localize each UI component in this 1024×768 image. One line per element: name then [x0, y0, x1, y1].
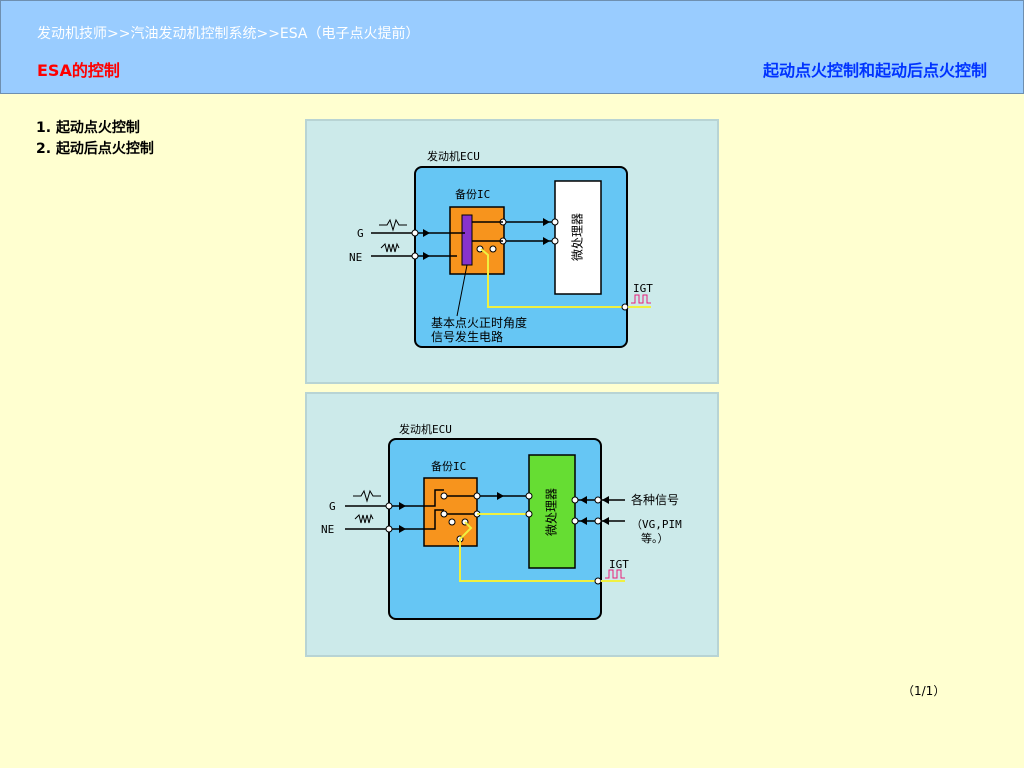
ecu-terminal-sensor	[594, 496, 602, 504]
ecu-label: 发动机ECU	[427, 149, 480, 163]
active-ignition-signal-path	[480, 248, 625, 308]
cpu-terminal	[551, 218, 559, 226]
ecu-terminal-sensor	[594, 517, 602, 525]
ic-label: 备份IC	[455, 187, 490, 201]
signals-detail-line-1: （VG,PIM	[631, 518, 682, 531]
diagram-start-ignition: 发动机ECU 备份IC 微处理器 G NE	[305, 119, 719, 384]
input-g-label: G	[357, 227, 364, 240]
ic-switch-contact	[440, 510, 448, 518]
page-indicator: （1/1）	[902, 684, 946, 698]
ne-arrow-icon	[423, 252, 430, 260]
circuit-leader-line	[456, 264, 468, 317]
topic-label: 起动后点火控制	[55, 141, 154, 157]
cpu-arrow-icon	[543, 237, 550, 245]
ecu-terminal-ne	[385, 525, 393, 533]
header-bar: 发动机技师>>汽油发动机控制系统>>ESA（电子点火提前） ESA的控制 起动点…	[0, 0, 1024, 94]
igt-pulse-waveform-icon	[605, 569, 625, 579]
ecu-terminal-g	[411, 229, 419, 237]
breadcrumb[interactable]: 发动机技师>>汽油发动机控制系统>>ESA（电子点火提前）	[37, 26, 420, 42]
g-signal-waveform-icon	[379, 218, 407, 232]
circuit-label-line-2: 信号发生电路	[431, 329, 503, 344]
igt-pulse-waveform-icon	[631, 294, 651, 304]
input-g-label: G	[329, 500, 336, 513]
igt-terminal	[621, 303, 629, 311]
topic-number: 2.	[36, 141, 52, 157]
sensor-arrow-icon	[602, 517, 609, 525]
topic-list: 1. 起动点火控制 2. 起动后点火控制	[36, 118, 154, 160]
page-subtitle: 起动点火控制和起动后点火控制	[762, 61, 987, 80]
output-igt-label: IGT	[609, 558, 629, 571]
active-ignition-signal-path	[459, 521, 598, 582]
ecu-terminal-ne	[411, 252, 419, 260]
signals-detail-line-2: 等。）	[641, 531, 669, 545]
ic-switch-contact	[489, 245, 497, 253]
sensor-arrow-icon	[580, 517, 587, 525]
sensor-arrow-icon	[602, 496, 609, 504]
ic-label: 备份IC	[431, 459, 466, 473]
ecu-terminal-g	[385, 502, 393, 510]
ic-internal-line	[431, 509, 444, 530]
ecu-label: 发动机ECU	[399, 422, 452, 436]
cpu-arrow-icon	[497, 492, 504, 500]
ic-switch-contact	[448, 518, 456, 526]
topic-label: 起动点火控制	[55, 120, 140, 136]
topic-item-1[interactable]: 1. 起动点火控制	[36, 118, 154, 139]
ic-terminal	[473, 492, 481, 500]
diagram-after-start-ignition: 发动机ECU 备份IC 微处理器 G NE	[305, 392, 719, 657]
ne-signal-waveform-icon	[380, 242, 400, 253]
cpu-terminal	[551, 237, 559, 245]
g-signal-waveform-icon	[353, 489, 381, 503]
input-ne-label: NE	[321, 523, 334, 536]
cpu-label: 微处理器	[571, 213, 585, 261]
cpu-arrow-icon	[543, 218, 550, 226]
cpu-terminal	[571, 496, 579, 504]
backup-ic-box	[423, 477, 478, 547]
section-title: ESA的控制	[37, 61, 120, 80]
circuit-label-line-1: 基本点火正时角度	[431, 315, 527, 330]
g-arrow-icon	[423, 229, 430, 237]
cpu-terminal	[571, 517, 579, 525]
topic-item-2[interactable]: 2. 起动后点火控制	[36, 139, 154, 160]
ic-switch-contact	[440, 492, 448, 500]
cpu-box	[554, 180, 602, 295]
ne-signal-waveform-icon	[354, 513, 374, 524]
cpu-terminal	[525, 492, 533, 500]
topic-number: 1.	[36, 120, 52, 136]
sensor-arrow-icon	[580, 496, 587, 504]
cpu-terminal	[525, 510, 533, 518]
g-arrow-icon	[399, 502, 406, 510]
basic-timing-circuit-block	[461, 214, 473, 266]
ne-arrow-icon	[399, 525, 406, 533]
igt-terminal	[594, 577, 602, 585]
output-igt-label: IGT	[633, 282, 653, 295]
cpu-label: 微处理器	[545, 488, 559, 536]
diagram-1-svg: 发动机ECU 备份IC 微处理器 G NE	[349, 149, 653, 348]
input-ne-label: NE	[349, 251, 362, 264]
signals-label: 各种信号	[631, 492, 679, 507]
ic-internal-line	[431, 489, 444, 507]
diagram-2-svg: 发动机ECU 备份IC 微处理器 G NE	[321, 422, 682, 620]
